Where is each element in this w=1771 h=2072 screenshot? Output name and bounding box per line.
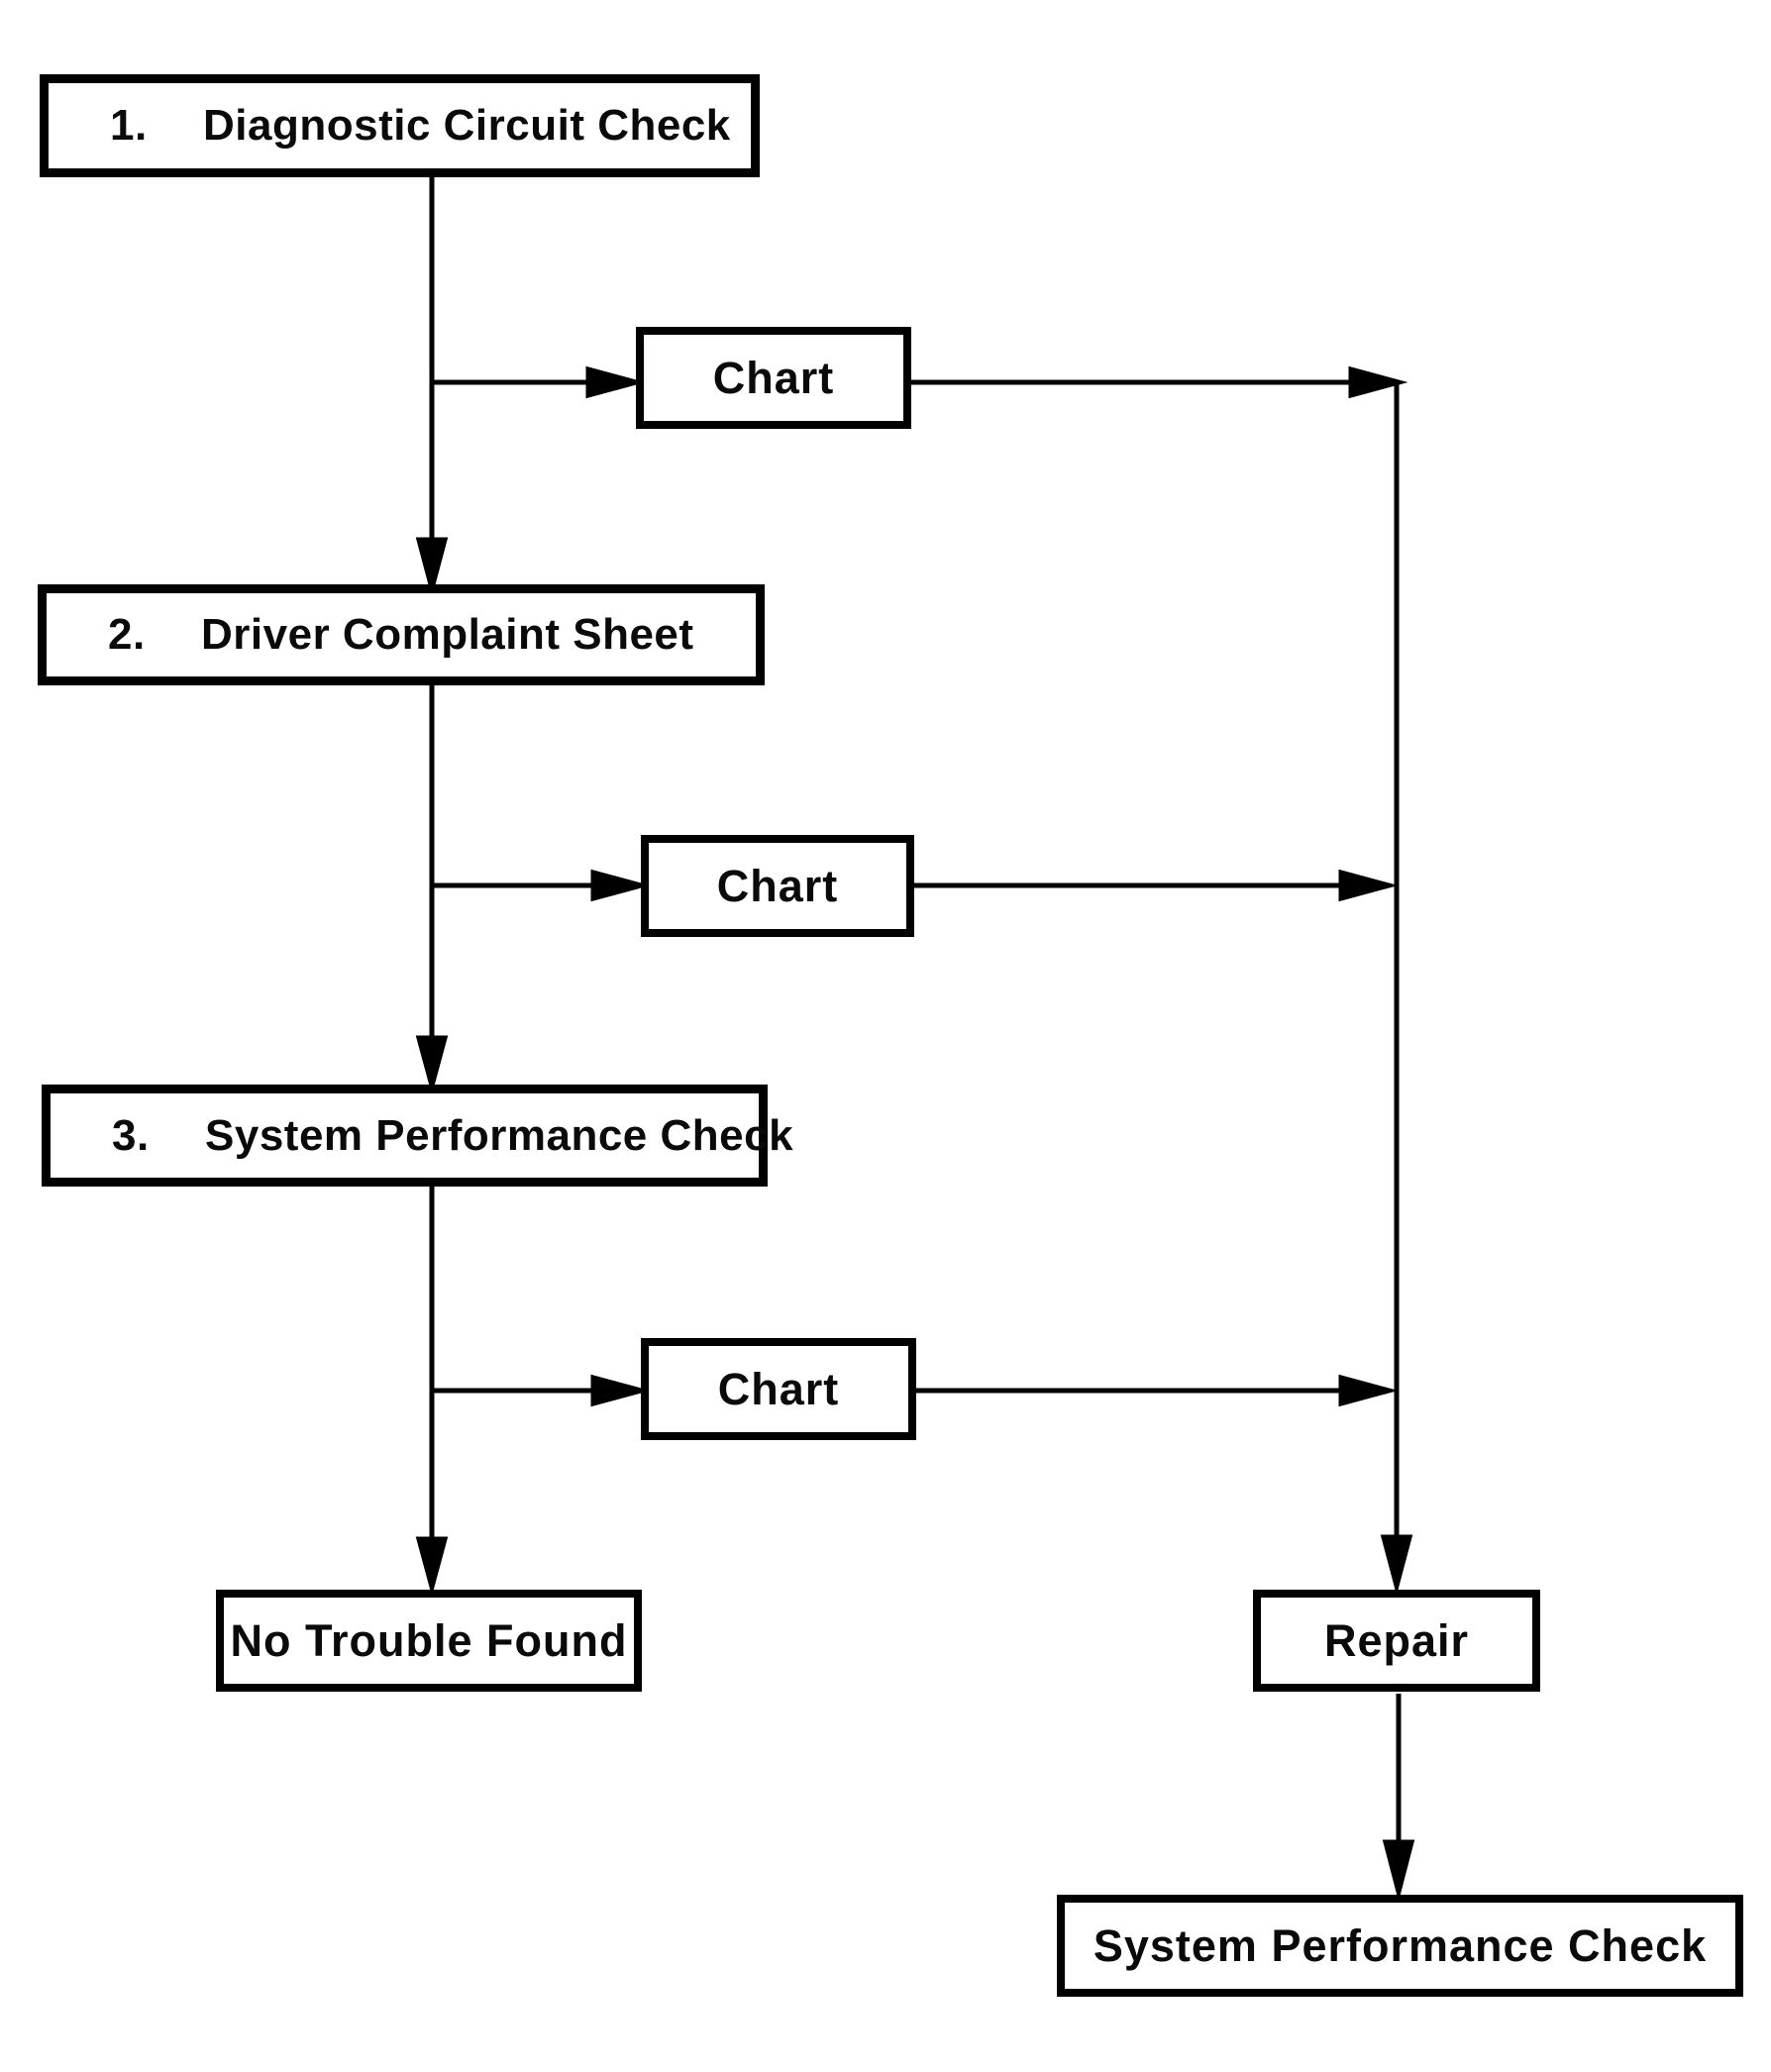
node-chart1: Chart bbox=[636, 327, 911, 429]
final-check-label: System Performance Check bbox=[1093, 1919, 1708, 1971]
node-step2-driver-complaint-sheet: 2. Driver Complaint Sheet bbox=[38, 584, 765, 685]
edge-step3-chart3-arrowhead bbox=[590, 1374, 651, 1407]
step3-label: System Performance Check bbox=[205, 1110, 794, 1160]
repair-label: Repair bbox=[1323, 1614, 1470, 1666]
edge-step1-step2-arrowhead bbox=[415, 537, 449, 598]
chart2-label: Chart bbox=[716, 860, 839, 911]
edge-chart2-repair-arrowhead bbox=[1338, 869, 1399, 902]
chart1-label: Chart bbox=[712, 352, 835, 403]
node-chart2: Chart bbox=[641, 835, 914, 937]
chart3-label: Chart bbox=[717, 1363, 840, 1414]
edge-step1-chart1-arrowhead bbox=[585, 365, 646, 399]
step3-number: 3. bbox=[112, 1110, 150, 1160]
node-chart3: Chart bbox=[641, 1338, 916, 1440]
no-trouble-label: No Trouble Found bbox=[230, 1614, 628, 1666]
edge-step2-step3-arrowhead bbox=[415, 1035, 449, 1095]
edge-step3-no-trouble-arrowhead bbox=[415, 1536, 449, 1597]
edge-right-spine-arrowhead bbox=[1380, 1534, 1413, 1596]
edge-chart3-repair-arrowhead bbox=[1338, 1374, 1399, 1407]
step1-number: 1. bbox=[110, 101, 148, 150]
node-repair: Repair bbox=[1253, 1590, 1540, 1692]
edge-repair-final-arrowhead bbox=[1382, 1839, 1415, 1902]
edge-chart1-repair-arrowhead bbox=[1348, 365, 1408, 399]
node-final-system-performance-check: System Performance Check bbox=[1057, 1895, 1743, 1997]
edge-step2-chart2-arrowhead bbox=[590, 869, 651, 902]
step1-label: Diagnostic Circuit Check bbox=[203, 101, 731, 150]
step2-number: 2. bbox=[108, 610, 146, 659]
node-step3-system-performance-check: 3. System Performance Check bbox=[42, 1085, 793, 1187]
step2-label: Driver Complaint Sheet bbox=[201, 610, 694, 659]
node-no-trouble-found: No Trouble Found bbox=[216, 1590, 642, 1692]
node-step1-diagnostic-circuit-check: 1. Diagnostic Circuit Check bbox=[40, 74, 760, 177]
